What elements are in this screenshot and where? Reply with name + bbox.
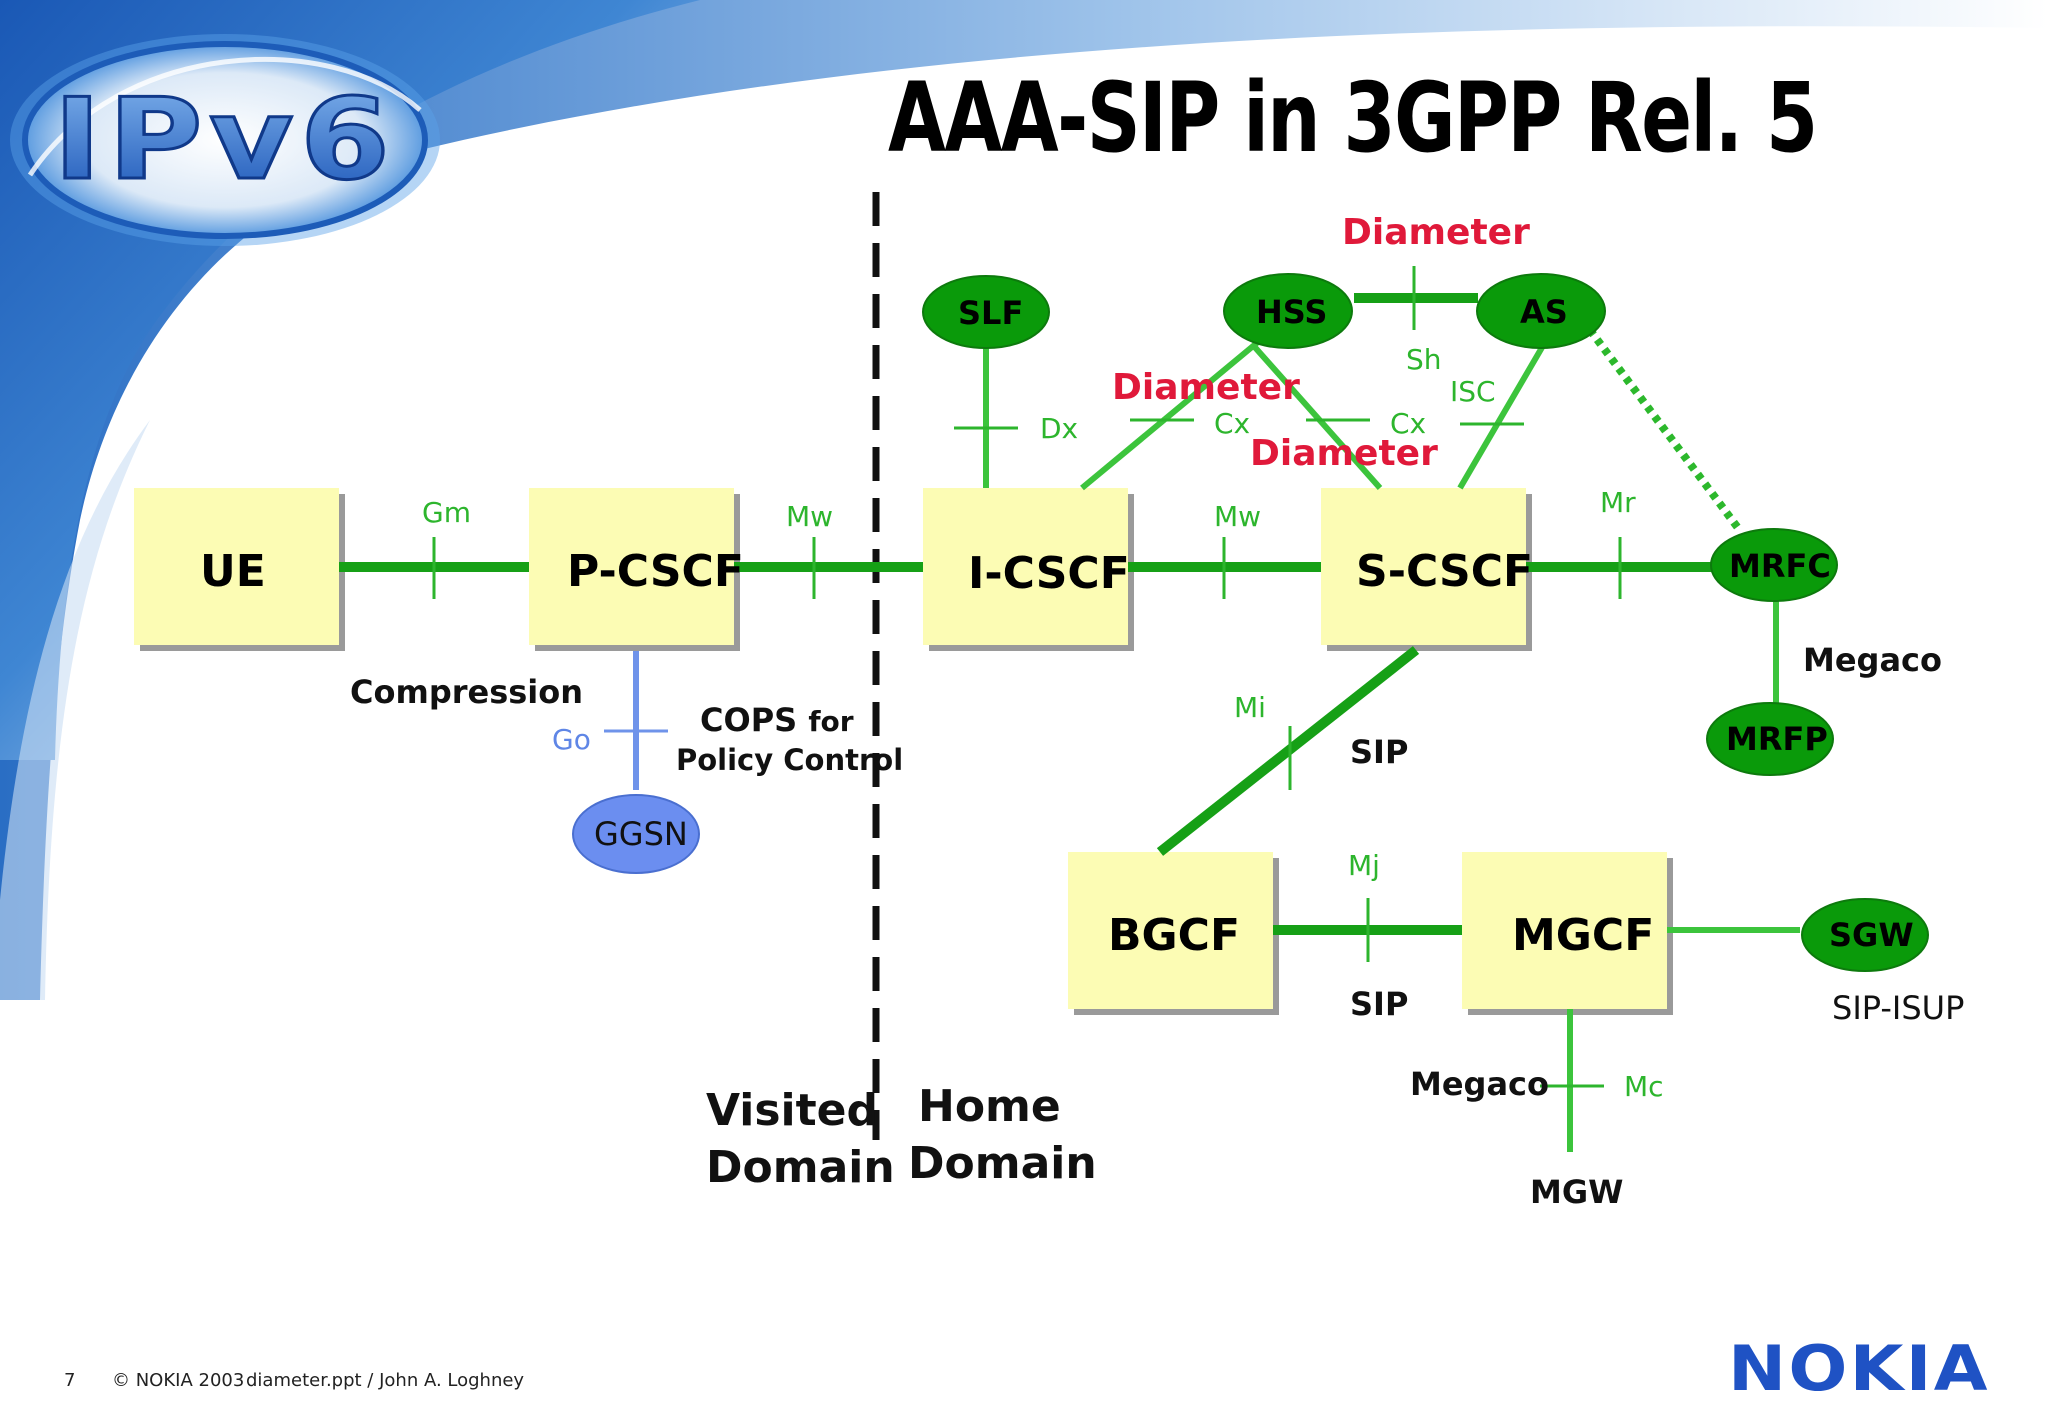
diameter-label-left: Diameter: [1112, 367, 1300, 408]
box-pcscf: [529, 488, 740, 651]
oval-sgw: [1801, 898, 1929, 972]
iface-sh: Sh: [1406, 343, 1442, 376]
note-megaco-mrf: Megaco: [1803, 641, 1942, 679]
box-ue: [134, 488, 345, 651]
note-megaco-mgw: Megaco: [1410, 1065, 1549, 1103]
link-as-scscf: [1457, 342, 1547, 490]
node-icscf-label: I-CSCF: [968, 548, 1130, 599]
home-domain-line1: Home: [918, 1081, 1061, 1132]
oval-mrfp: [1706, 702, 1834, 776]
oval-mrfc: [1710, 528, 1838, 602]
iface-gm: Gm: [422, 496, 471, 529]
link-hss-scscf: [1249, 342, 1383, 490]
node-ggsn-label: GGSN: [594, 815, 688, 853]
iface-mw-1: Mw: [786, 500, 834, 533]
node-pcscf-label: P-CSCF: [567, 546, 744, 597]
node-mgcf-label: MGCF: [1512, 910, 1655, 961]
iface-mr: Mr: [1600, 486, 1636, 519]
node-as-label: AS: [1520, 293, 1568, 331]
footer-copyright: © NOKIA 2003: [112, 1370, 245, 1391]
node-mrfc-label: MRFC: [1729, 547, 1831, 585]
oval-ggsn: [572, 794, 700, 874]
iface-dx: Dx: [1040, 412, 1079, 445]
note-cops: COPS for: [700, 704, 854, 736]
node-bgcf-label: BGCF: [1108, 910, 1240, 961]
note-cops-for: for: [808, 705, 854, 738]
footer-file: diameter.ppt / John A. Loghney: [246, 1370, 525, 1391]
note-sip-mj: SIP: [1350, 985, 1409, 1023]
diameter-label-top: Diameter: [1342, 212, 1530, 253]
oval-slf: [922, 275, 1050, 349]
link-scscf-bgcf: [1156, 646, 1420, 856]
oval-as: [1476, 273, 1606, 349]
node-hss-label: HSS: [1256, 293, 1328, 331]
page-title: AAA-SIP in 3GPP Rel. 5: [888, 62, 1818, 174]
home-domain-label: Home Domain: [908, 1078, 1097, 1192]
node-sgw-label: SGW: [1829, 916, 1914, 954]
footer-page-number: 7: [64, 1370, 76, 1391]
note-compression: Compression: [350, 673, 584, 711]
box-bgcf: [1068, 852, 1279, 1015]
diameter-label-mid: Diameter: [1250, 433, 1438, 474]
logo-text: IPv6: [53, 75, 396, 205]
visited-domain-line2: Domain: [706, 1142, 895, 1194]
iface-go: Go: [552, 723, 591, 756]
node-mrfp-label: MRFP: [1726, 720, 1828, 758]
nokia-logo: NOKIA: [1728, 1332, 1990, 1405]
boxes: [134, 488, 1673, 1015]
visited-domain-label: Visited Domain: [706, 1082, 895, 1196]
iface-mi: Mi: [1234, 691, 1266, 724]
visited-domain-line1: Visited: [706, 1085, 879, 1136]
node-ue-label: UE: [200, 546, 266, 597]
box-icscf: [923, 488, 1134, 651]
iface-mc: Mc: [1624, 1070, 1664, 1103]
iface-mj: Mj: [1348, 849, 1380, 882]
node-scscf-label: S-CSCF: [1356, 546, 1534, 597]
node-slf-label: SLF: [958, 294, 1024, 332]
oval-hss: [1223, 273, 1353, 349]
link-as-mrfc-dotted: [1586, 327, 1742, 531]
iface-mw-2: Mw: [1214, 500, 1262, 533]
links-secondary: [983, 312, 1800, 1152]
ovals: [922, 273, 1929, 972]
node-mgw-label: MGW: [1530, 1173, 1624, 1211]
box-scscf: [1321, 488, 1532, 651]
iface-cx-1: Cx: [1214, 407, 1251, 440]
note-cops-word: COPS: [700, 701, 798, 739]
link-hss-icscf: [1080, 339, 1260, 491]
note-sip-isup: SIP-ISUP: [1832, 989, 1965, 1027]
note-sip-mi: SIP: [1350, 733, 1409, 771]
box-mgcf: [1462, 852, 1673, 1015]
home-domain-line2: Domain: [908, 1138, 1097, 1190]
interface-ticks: [432, 266, 1622, 1088]
iface-cx-2: Cx: [1390, 407, 1427, 440]
ipv6-logo: IPv6: [10, 34, 440, 246]
note-policy-control: Policy Control: [676, 743, 904, 777]
iface-isc: ISC: [1450, 375, 1496, 408]
